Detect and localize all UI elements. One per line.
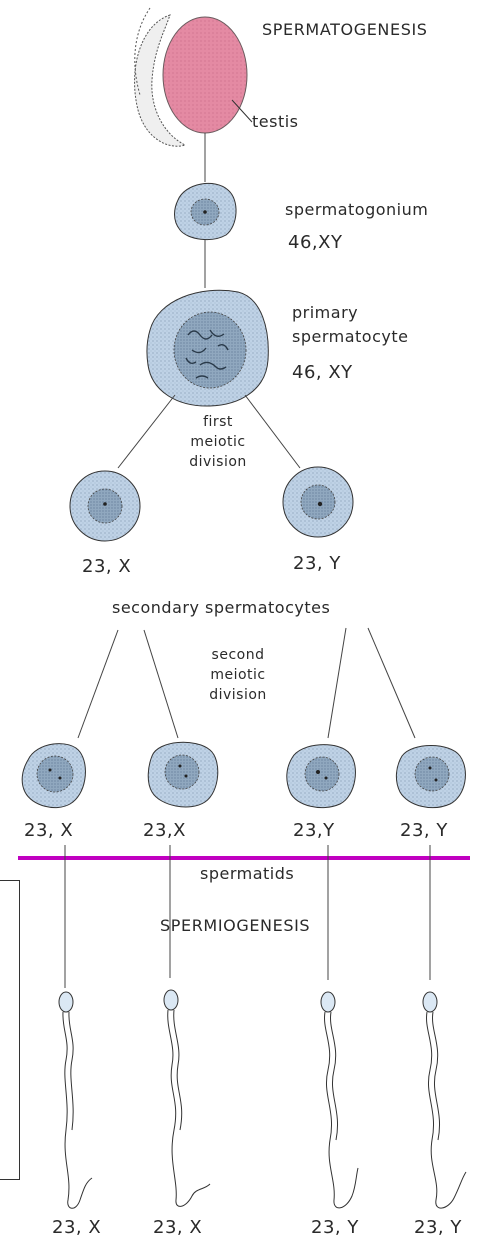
connector-primary-left	[117, 394, 176, 469]
second-meiotic-line-3: division	[209, 687, 267, 703]
testis-illustration	[134, 7, 248, 147]
first-meiotic-line-2: meiotic	[190, 434, 246, 450]
spermatid-2-karyotype: 23,X	[143, 820, 186, 841]
connector-sec-right-b	[367, 627, 416, 739]
spermatid-1-karyotype: 23, X	[24, 820, 74, 841]
spermatid-cell-1	[21, 743, 86, 808]
second-meiotic-line-1: second	[211, 647, 265, 663]
connector-primary-right	[244, 394, 301, 469]
spermatid-cell-3	[286, 744, 356, 808]
sperm-2	[163, 989, 211, 1207]
sperm-3	[320, 991, 359, 1209]
spermatogonium-label: spermatogonium	[285, 200, 429, 219]
first-meiotic-line-1: first	[203, 414, 233, 430]
sperm-4-karyotype: 23, Y	[414, 1217, 462, 1238]
primary-spermatocyte-cell	[146, 289, 269, 407]
sperm-4	[422, 991, 467, 1209]
first-meiotic-division-label: first meiotic division	[188, 412, 248, 472]
epididymis	[134, 14, 187, 147]
sperm-3-karyotype: 23, Y	[311, 1217, 359, 1238]
connector-sec-left-b	[143, 629, 179, 739]
secondary-spermatocyte-left	[69, 470, 141, 542]
sperm-1-karyotype: 23, X	[52, 1217, 102, 1238]
testis-label: testis	[252, 112, 299, 131]
primary-spermatocyte-label-1: primary	[292, 303, 359, 322]
first-meiotic-line-3: division	[189, 454, 247, 470]
spermatid-3-karyotype: 23,Y	[293, 820, 335, 841]
testis-pointer	[231, 99, 253, 123]
second-meiotic-line-2: meiotic	[210, 667, 266, 683]
cropped-inset-frame	[0, 880, 20, 1180]
secondary-spermatocyte-right	[282, 466, 354, 538]
diagram-title: SPERMATOGENESIS	[262, 20, 428, 39]
sperm-2-karyotype: 23, X	[153, 1217, 203, 1238]
spermatid-cell-4	[395, 745, 466, 808]
spermiogenesis-label: SPERMIOGENESIS	[160, 916, 311, 935]
connector-sec-right-a	[327, 627, 347, 739]
second-meiotic-division-label: second meiotic division	[200, 645, 276, 705]
spermatogonium-cell	[174, 182, 237, 241]
secondary-left-karyotype: 23, X	[82, 556, 132, 577]
secondary-spermatocytes-label: secondary spermatocytes	[112, 598, 331, 617]
sperm-1	[58, 991, 93, 1209]
spermatid-cell-2	[147, 741, 219, 808]
epididymis-tail	[134, 7, 151, 96]
primary-spermatocyte-label-2: spermatocyte	[292, 327, 409, 346]
connector-sec-left-a	[77, 629, 119, 739]
spermatid-4-karyotype: 23, Y	[400, 820, 448, 841]
secondary-right-karyotype: 23, Y	[293, 553, 341, 574]
spermatids-label: spermatids	[200, 864, 295, 883]
testis-body	[162, 16, 248, 134]
spermatogonium-karyotype: 46,XY	[288, 232, 343, 253]
primary-spermatocyte-karyotype: 46, XY	[292, 362, 353, 383]
